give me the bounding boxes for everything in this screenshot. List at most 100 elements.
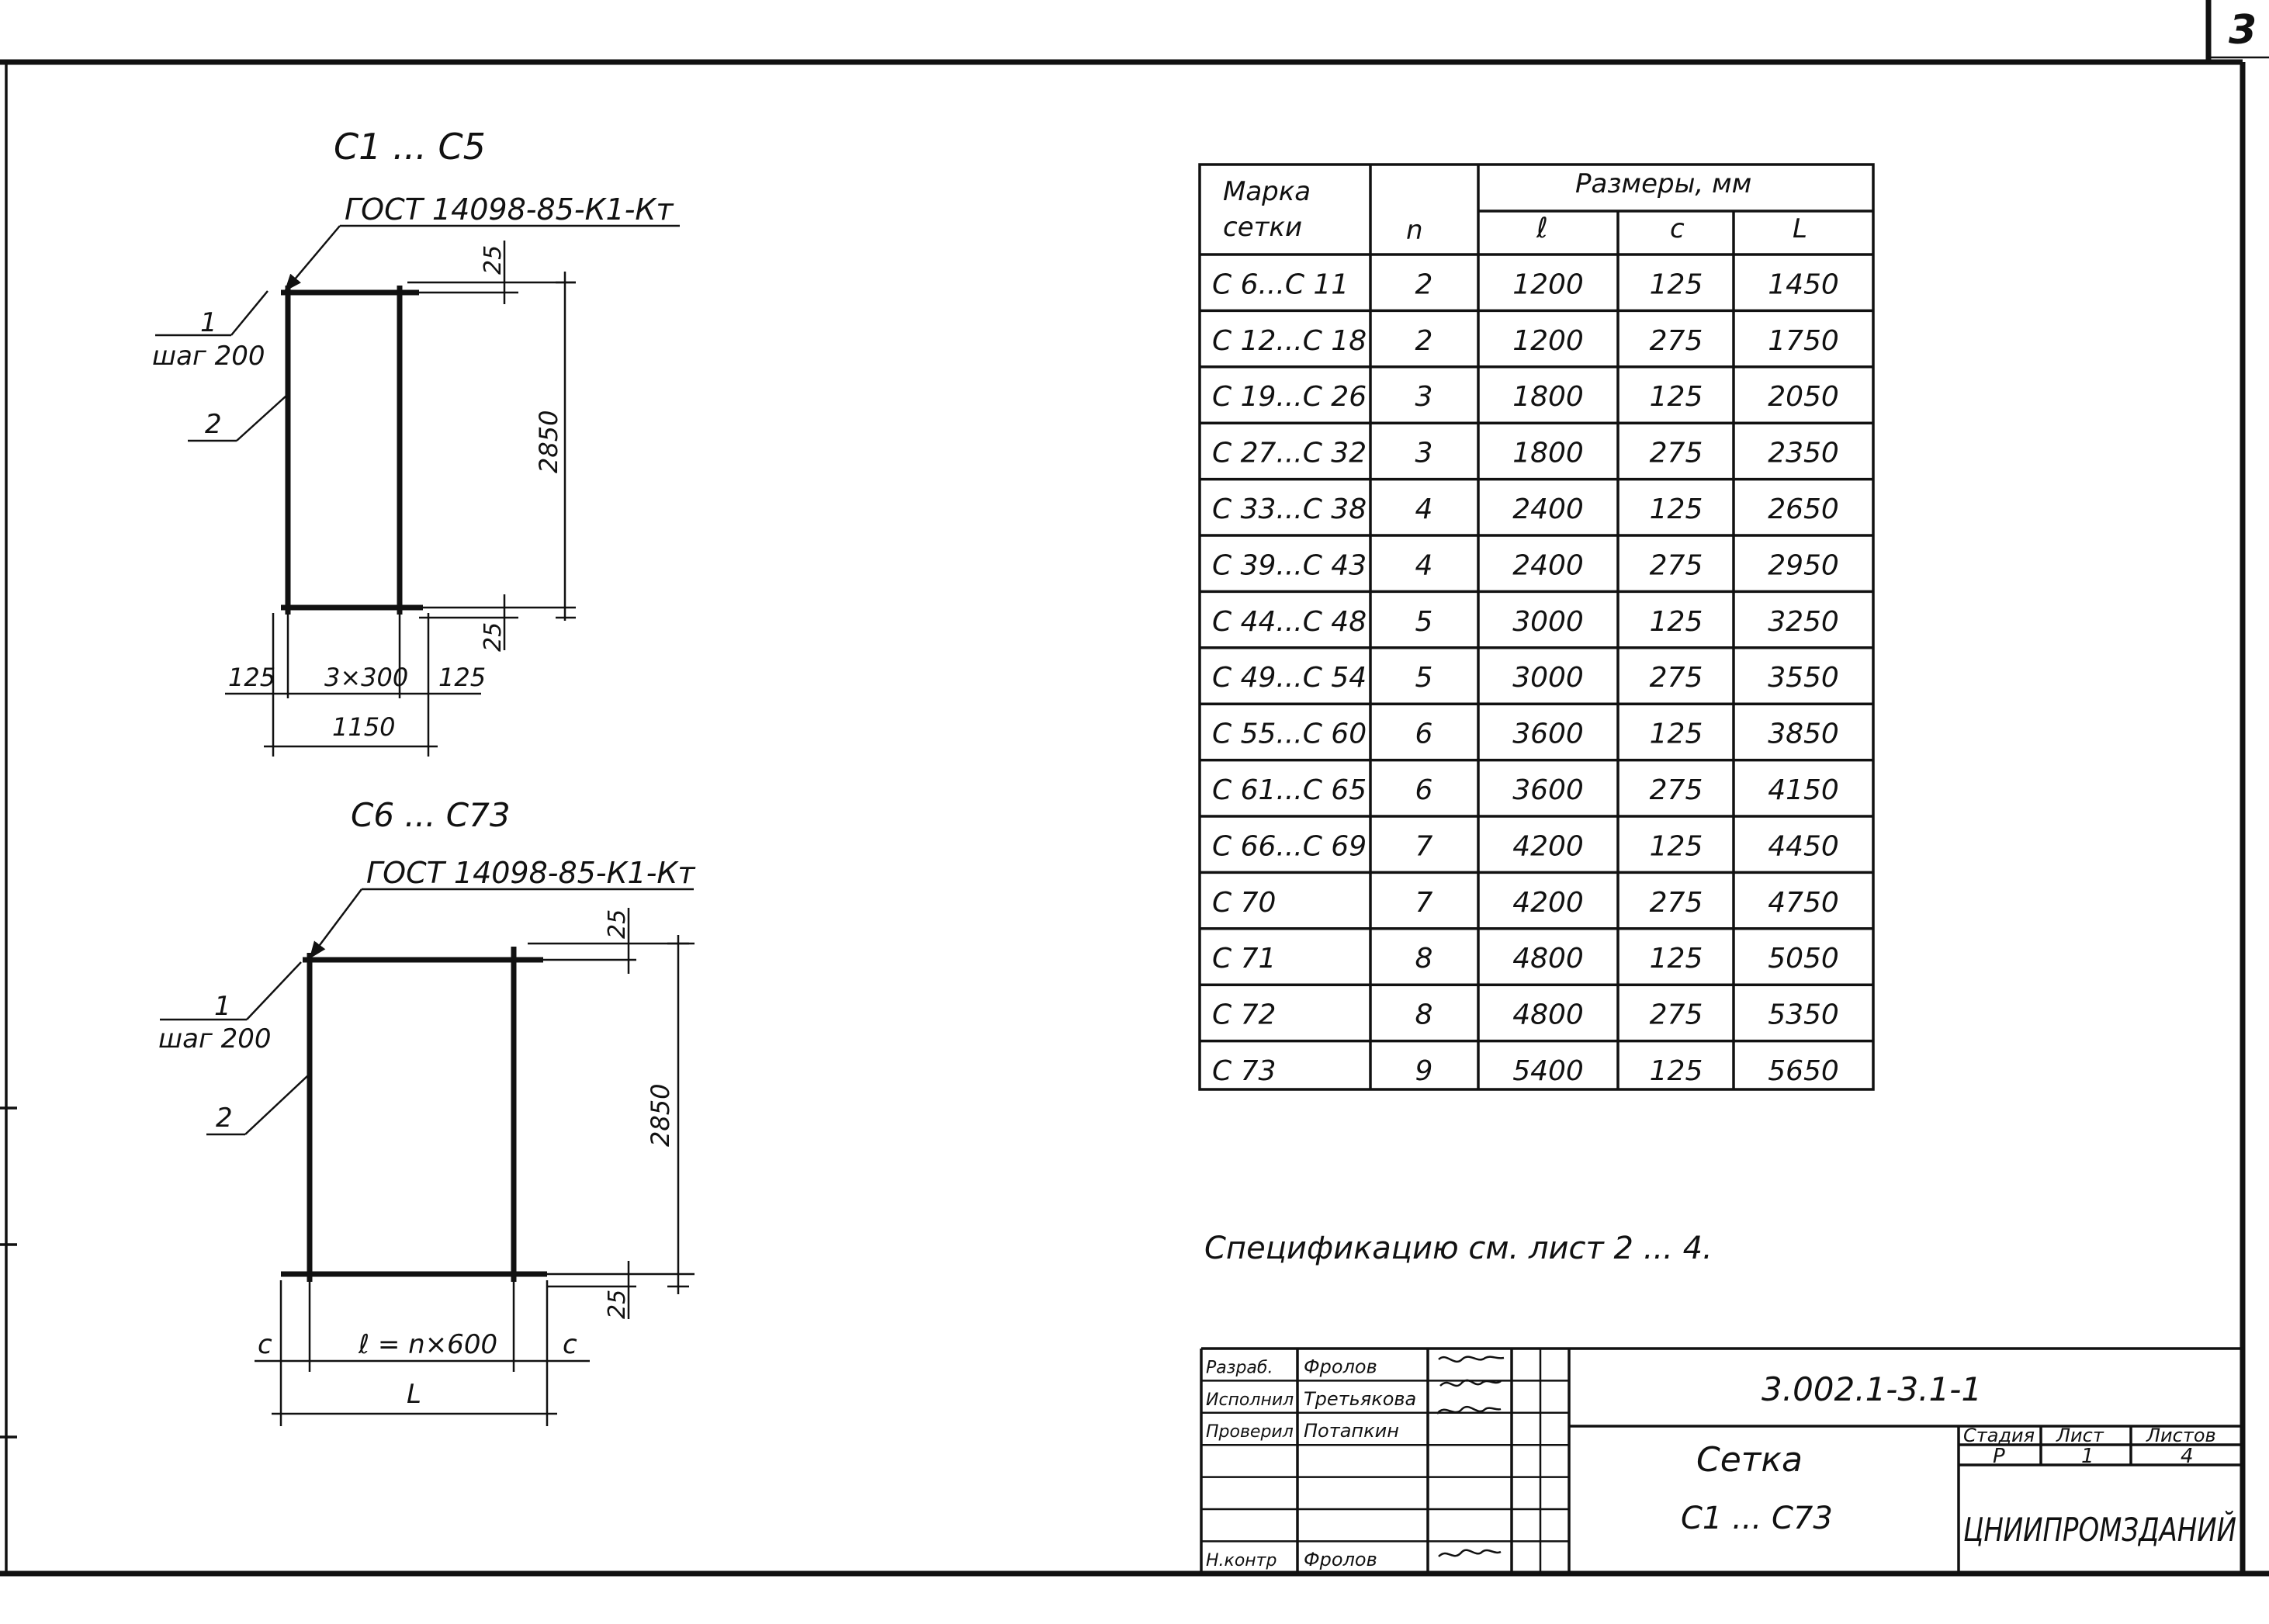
- specification-note: Спецификацию см. лист 2 ... 4.: [1204, 1231, 1713, 1266]
- mesh-dimensions-table: Марка сетки n Размеры, мм ℓ c L С 6...С …: [1198, 163, 1875, 1091]
- table-cell-l: 1200: [1512, 325, 1584, 357]
- table-cell-l: 2400: [1512, 493, 1584, 525]
- table-cell-mark: С 12...С 18: [1212, 325, 1367, 357]
- table-cell-c: 125: [1650, 830, 1703, 862]
- table-header-l: ℓ: [1536, 213, 1548, 244]
- table-cell-mark: С 61...С 65: [1212, 774, 1367, 806]
- table-cell-L: 5650: [1768, 1055, 1839, 1087]
- table-cell-mark: С 19...С 26: [1212, 381, 1367, 413]
- drawing1-callout1-step: шаг 200: [152, 341, 265, 372]
- table-cell-mark: С 66...С 69: [1212, 830, 1367, 862]
- table-cell-L: 4450: [1768, 830, 1839, 862]
- table-cell-c: 125: [1650, 268, 1703, 300]
- title-block-role: Н.контр: [1206, 1551, 1277, 1570]
- table-cell-c: 125: [1650, 943, 1703, 975]
- table-cell-c: 275: [1650, 774, 1703, 806]
- sheet-value: 1: [2081, 1445, 2094, 1468]
- drawing2-gost-label: ГОСТ 14098-85-К1-Кт: [366, 856, 696, 890]
- table-cell-mark: С 71: [1212, 943, 1276, 975]
- table-cell-l: 3000: [1512, 606, 1584, 638]
- table-cell-l: 1800: [1512, 381, 1584, 413]
- table-cell-L: 4750: [1768, 887, 1839, 919]
- table-cell-mark: С 70: [1212, 887, 1276, 919]
- table-row: С 33...С 38 4 2400 125 2650: [1212, 493, 1839, 525]
- drawing2-dim-left: c: [258, 1329, 272, 1360]
- table-cell-c: 275: [1650, 549, 1703, 581]
- table-cell-l: 4800: [1512, 943, 1584, 975]
- table-cell-n: 3: [1415, 381, 1433, 413]
- table-cell-L: 2650: [1768, 493, 1839, 525]
- drawing1-dim-top: 25: [480, 245, 507, 275]
- sheets-label: Листов: [2146, 1425, 2216, 1446]
- drawing2-dim-mid: ℓ = n×600: [358, 1329, 497, 1360]
- drawing2-dim-height: 2850: [646, 1084, 675, 1147]
- table-cell-L: 2050: [1768, 381, 1839, 413]
- title-block-name: Фролов: [1304, 1549, 1377, 1570]
- title-block-role: Исполнил: [1206, 1390, 1294, 1410]
- table-cell-mark: С 6...С 11: [1212, 268, 1349, 300]
- drawing2-callout1-num: 1: [214, 991, 231, 1022]
- table-cell-L: 3550: [1768, 662, 1839, 694]
- table-cell-n: 8: [1415, 943, 1433, 975]
- drawing2-dim-top: 25: [604, 909, 631, 939]
- drawing1-gost-label: ГОСТ 14098-85-К1-Кт: [345, 192, 674, 227]
- table-cell-l: 4200: [1512, 830, 1584, 862]
- table-cell-mark: С 33...С 38: [1212, 493, 1367, 525]
- table-cell-L: 2950: [1768, 549, 1839, 581]
- table-cell-L: 1750: [1768, 325, 1839, 357]
- table-cell-mark: С 72: [1212, 999, 1276, 1031]
- table-cell-l: 3000: [1512, 662, 1584, 694]
- sheets-value: 4: [2181, 1445, 2194, 1468]
- table-row: С 19...С 26 3 1800 125 2050: [1212, 381, 1839, 413]
- table-cell-L: 5050: [1768, 943, 1839, 975]
- title-block-row: Разраб.Фролов: [1206, 1356, 1377, 1377]
- table-cell-n: 9: [1415, 1055, 1433, 1087]
- organization-name: ЦНИИПРОМЗДАНИЙ: [1963, 1510, 2236, 1549]
- drawing1-dim-height: 2850: [534, 410, 563, 473]
- table-cell-c: 125: [1650, 719, 1703, 750]
- table-cell-L: 1450: [1768, 268, 1839, 300]
- table-cell-n: 6: [1415, 774, 1433, 806]
- table-cell-c: 125: [1650, 493, 1703, 525]
- table-cell-c: 125: [1650, 381, 1703, 413]
- table-cell-l: 2400: [1512, 549, 1584, 581]
- table-cell-L: 5350: [1768, 999, 1839, 1031]
- stage-value: Р: [1993, 1445, 2005, 1468]
- mesh-drawing-c6-c73: С6 ... С73 ГОСТ 14098-85-К1-Кт 1 шаг 200…: [158, 796, 696, 1426]
- table-cell-n: 2: [1415, 325, 1433, 357]
- signatures: [1436, 1356, 1505, 1557]
- table-cell-L: 2350: [1768, 438, 1839, 469]
- table-cell-n: 4: [1415, 493, 1433, 525]
- drawing1-dim-left: 125: [228, 663, 275, 692]
- table-cell-mark: С 49...С 54: [1212, 662, 1367, 694]
- table-header-n: n: [1406, 215, 1423, 246]
- title-block-name: Потапкин: [1304, 1420, 1399, 1442]
- table-row: С 71 8 4800 125 5050: [1212, 943, 1839, 975]
- table-cell-c: 125: [1650, 1055, 1703, 1087]
- drawing1-callout1-num: 1: [200, 307, 217, 338]
- document-code: 3.002.1-3.1-1: [1762, 1370, 1982, 1408]
- title-block-role: Разраб.: [1206, 1358, 1273, 1377]
- sheet-frame: [0, 0, 2269, 1577]
- table-cell-n: 5: [1415, 606, 1433, 638]
- table-cell-c: 275: [1650, 438, 1703, 469]
- table-cell-c: 275: [1650, 662, 1703, 694]
- table-cell-mark: С 44...С 48: [1212, 606, 1367, 638]
- table-cell-l: 4200: [1512, 887, 1584, 919]
- table-cell-l: 1800: [1512, 438, 1584, 469]
- table-header-mark-line1: Марка: [1223, 176, 1311, 207]
- table-cell-n: 7: [1415, 887, 1433, 919]
